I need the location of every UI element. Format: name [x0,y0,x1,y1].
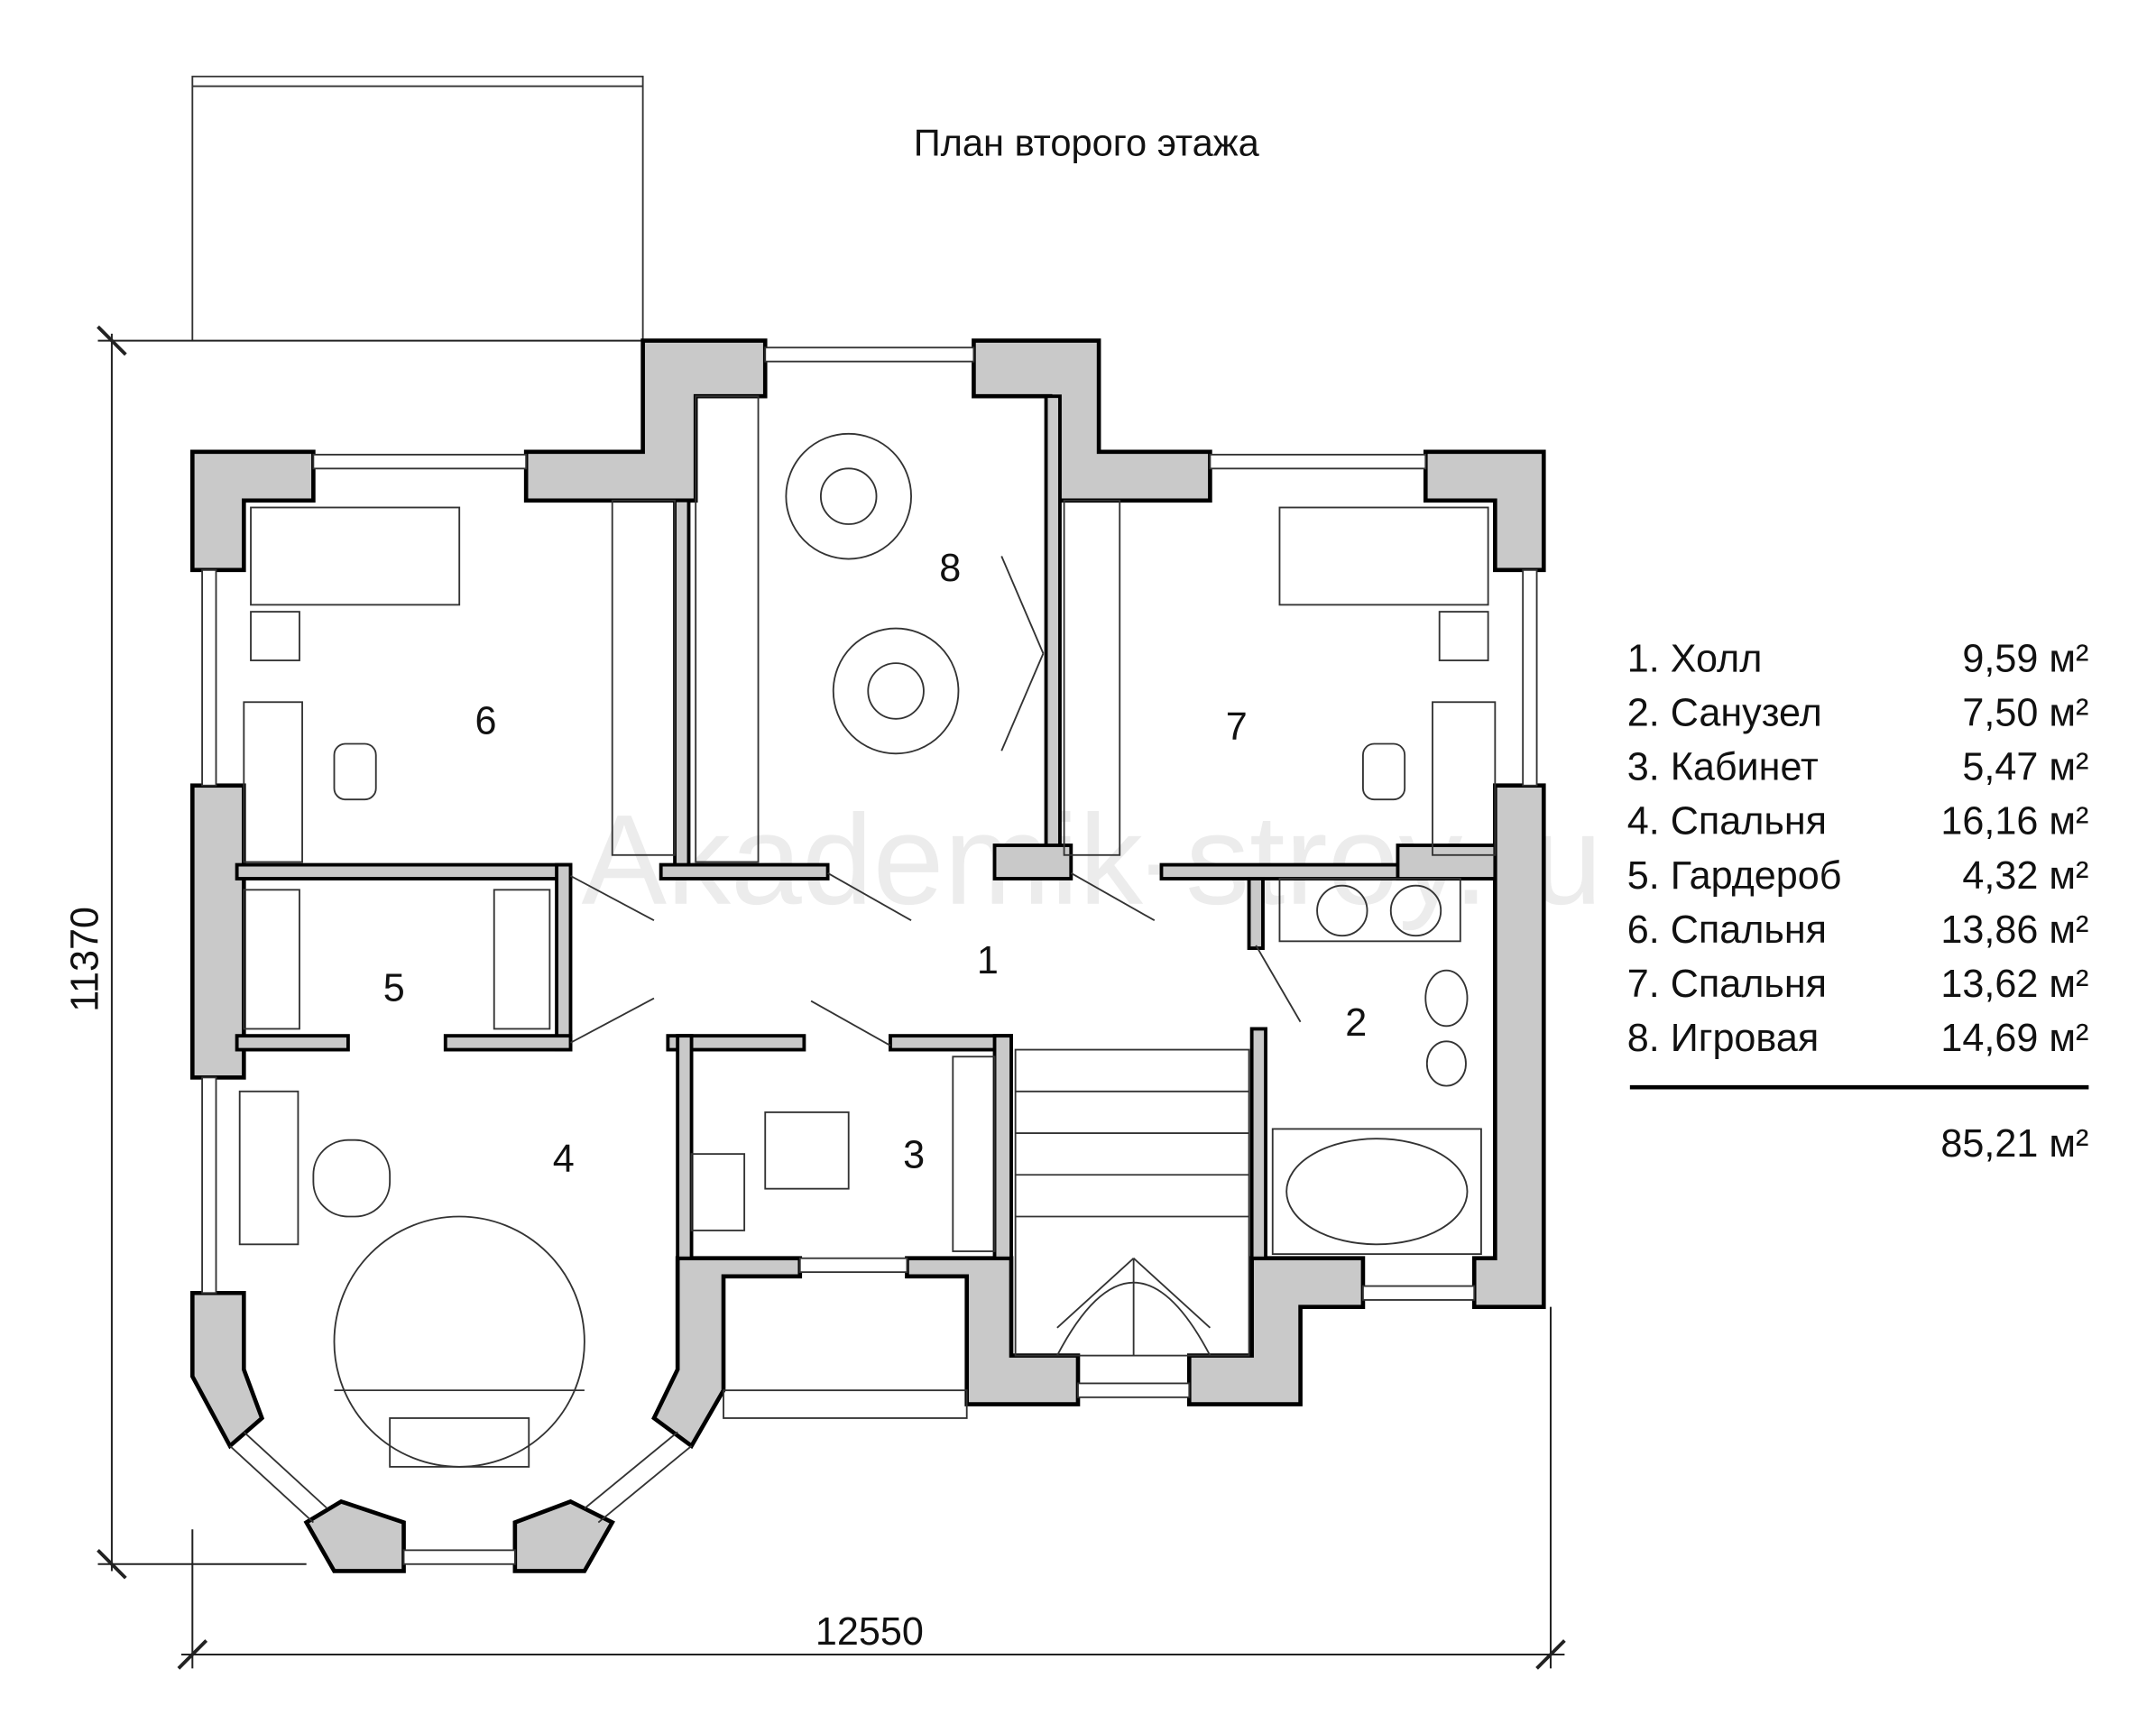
room-number-4: 4 [553,1138,575,1181]
legend-label: 5. Гардероб [1627,854,1842,898]
legend-area: 13,86 м² [1940,908,2088,952]
legend-label: 4. Спальня [1627,800,1827,844]
room-labels: 1 2 3 4 5 6 7 8 [383,547,1367,1181]
plan-title: План второго этажа [914,122,1260,164]
terrace-outline [191,75,644,341]
dimension-horizontal: 12550 [177,1306,1566,1670]
legend-area: 7,50 м² [1962,691,2088,734]
room-number-5: 5 [383,967,405,1010]
room-number-8: 8 [939,547,961,590]
legend-area: 9,59 м² [1962,637,2088,680]
legend-label: 8. Игровая [1627,1017,1819,1060]
exterior-walls [189,338,1546,1573]
legend-label: 6. Спальня [1627,908,1827,952]
dimension-height-label: 11370 [64,907,107,1012]
legend-area: 16,16 м² [1940,800,2088,844]
legend-area: 13,62 м² [1940,963,2088,1006]
room-legend: 1. Холл 9,59 м² 2. Санузел 7,50 м² 3. Ка… [1627,637,2089,1166]
legend-label: 3. Кабинет [1627,746,1819,789]
room-number-6: 6 [475,700,496,743]
legend-area: 5,47 м² [1962,746,2088,789]
room-number-1: 1 [977,939,999,982]
legend-label: 1. Холл [1627,637,1763,680]
legend-area: 14,69 м² [1940,1017,2088,1060]
legend-total: 85,21 м² [1940,1122,2088,1166]
room-number-3: 3 [903,1134,925,1177]
legend-area: 4,32 м² [1962,854,2088,898]
dimension-vertical: 11370 [64,325,654,1580]
legend-label: 7. Спальня [1627,963,1827,1006]
furniture [238,395,1497,1468]
room-number-7: 7 [1226,705,1248,749]
dimension-width-label: 12550 [815,1610,924,1654]
room-number-2: 2 [1345,1001,1367,1045]
legend-label: 2. Санузел [1627,691,1822,734]
